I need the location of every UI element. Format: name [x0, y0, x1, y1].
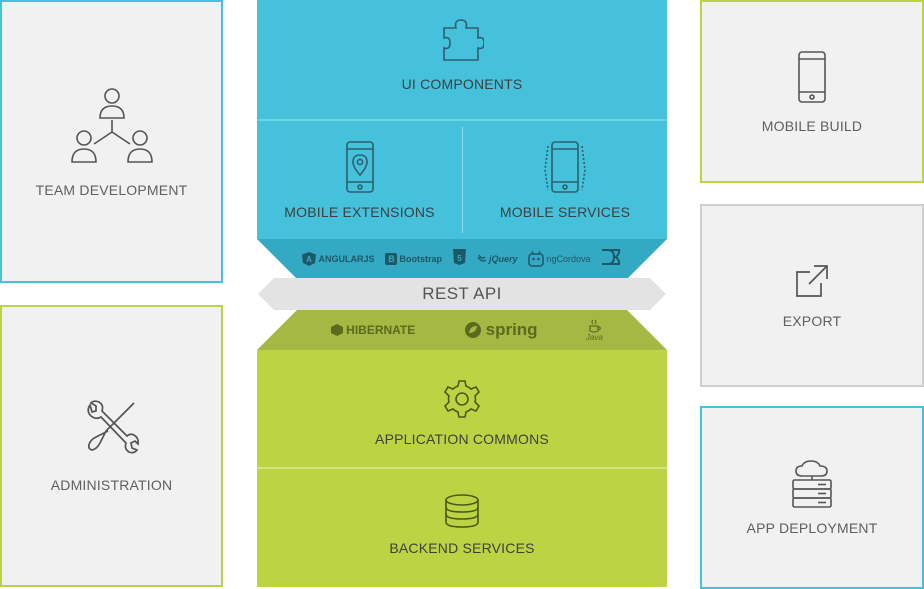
- mobile-extensions-cell[interactable]: MOBILE EXTENSIONS: [257, 121, 462, 239]
- svg-text:5: 5: [457, 254, 462, 263]
- jquery-swirl-icon: [477, 254, 487, 262]
- spring-leaf-icon: [464, 322, 481, 338]
- backend-logos-band: [257, 310, 667, 350]
- puzzle-piece-icon: [443, 18, 484, 61]
- administration-card[interactable]: ADMINISTRATION: [0, 305, 223, 587]
- html5-logo: 5: [452, 248, 466, 270]
- jquery-logo: jQuery: [477, 254, 518, 264]
- mobile-services-cell[interactable]: MOBILE SERVICES: [463, 121, 667, 239]
- export-card[interactable]: EXPORT: [700, 204, 924, 387]
- spring-logo: spring: [464, 320, 538, 340]
- frontend-logos-row: A ANGULARJS B Bootstrap 5 jQuery ngCordo…: [297, 243, 627, 275]
- mobile-band-divider: [462, 127, 463, 233]
- ui-components-label: UI COMPONENTS: [401, 75, 523, 92]
- hibernate-logo: HIBERNATE: [331, 323, 415, 337]
- ui-components-band[interactable]: UI COMPONENTS: [257, 0, 667, 119]
- d3-mark-icon: [602, 248, 621, 265]
- cloud-server-icon: [792, 459, 832, 508]
- application-commons-band[interactable]: APPLICATION COMMONS: [257, 350, 667, 467]
- spring-logo-text: spring: [485, 320, 538, 339]
- mobile-band: MOBILE EXTENSIONS MOBILE SERVICES: [257, 121, 667, 239]
- backend-services-label: BACKEND SERVICES: [389, 540, 535, 556]
- bootstrap-b-icon: B: [385, 253, 398, 265]
- mobile-build-label: MOBILE BUILD: [761, 117, 863, 134]
- team-development-card[interactable]: TEAM DEVELOPMENT: [0, 0, 223, 283]
- mobile-location-icon: [345, 141, 374, 193]
- mobile-build-card[interactable]: MOBILE BUILD: [700, 0, 924, 183]
- application-commons-label: APPLICATION COMMONS: [375, 430, 549, 447]
- database-icon: [445, 494, 479, 528]
- team-development-label: TEAM DEVELOPMENT: [35, 181, 188, 198]
- hibernate-hex-icon: [331, 324, 344, 336]
- svg-text:A: A: [307, 255, 313, 264]
- backend-logos-row: HIBERNATE spring Java: [307, 314, 627, 346]
- team-network-icon: [70, 87, 153, 163]
- rest-api-band[interactable]: REST API: [258, 278, 666, 310]
- html5-shield-icon: 5: [452, 248, 466, 265]
- bootstrap-logo: B Bootstrap: [385, 253, 442, 265]
- mobile-extensions-label: MOBILE EXTENSIONS: [284, 204, 435, 220]
- app-deployment-label: APP DEPLOYMENT: [746, 519, 878, 536]
- java-logo: Java: [586, 319, 603, 342]
- mobile-vibrate-icon: [544, 141, 586, 193]
- jquery-logo-text: jQuery: [488, 254, 518, 264]
- export-label: EXPORT: [782, 312, 842, 329]
- ngcordova-robot-icon: [528, 251, 545, 267]
- mobile-services-label: MOBILE SERVICES: [499, 204, 631, 220]
- app-deployment-card[interactable]: APP DEPLOYMENT: [700, 406, 924, 589]
- administration-label: ADMINISTRATION: [50, 477, 173, 493]
- bootstrap-logo-text: Bootstrap: [399, 254, 442, 264]
- smartphone-icon: [798, 50, 826, 103]
- java-logo-text: Java: [585, 332, 603, 342]
- d3-logo: [601, 248, 621, 270]
- angular-shield-icon: A: [302, 252, 317, 266]
- rest-api-label: REST API: [422, 284, 502, 303]
- export-icon: [796, 264, 828, 297]
- angularjs-logo: A ANGULARJS: [302, 252, 375, 266]
- hibernate-logo-text: HIBERNATE: [346, 323, 416, 337]
- tools-icon: [86, 400, 139, 454]
- ngcordova-logo: ngCordova: [528, 251, 590, 267]
- rest-api-shape: [258, 278, 666, 310]
- band-divider: [257, 119, 667, 121]
- gear-icon: [443, 379, 481, 418]
- angularjs-logo-text: ANGULARJS: [318, 254, 375, 264]
- ngcordova-logo-text: ngCordova: [546, 254, 591, 264]
- java-cup-icon: [589, 319, 602, 333]
- band-divider-green: [257, 467, 667, 469]
- backend-services-band[interactable]: BACKEND SERVICES: [257, 469, 667, 587]
